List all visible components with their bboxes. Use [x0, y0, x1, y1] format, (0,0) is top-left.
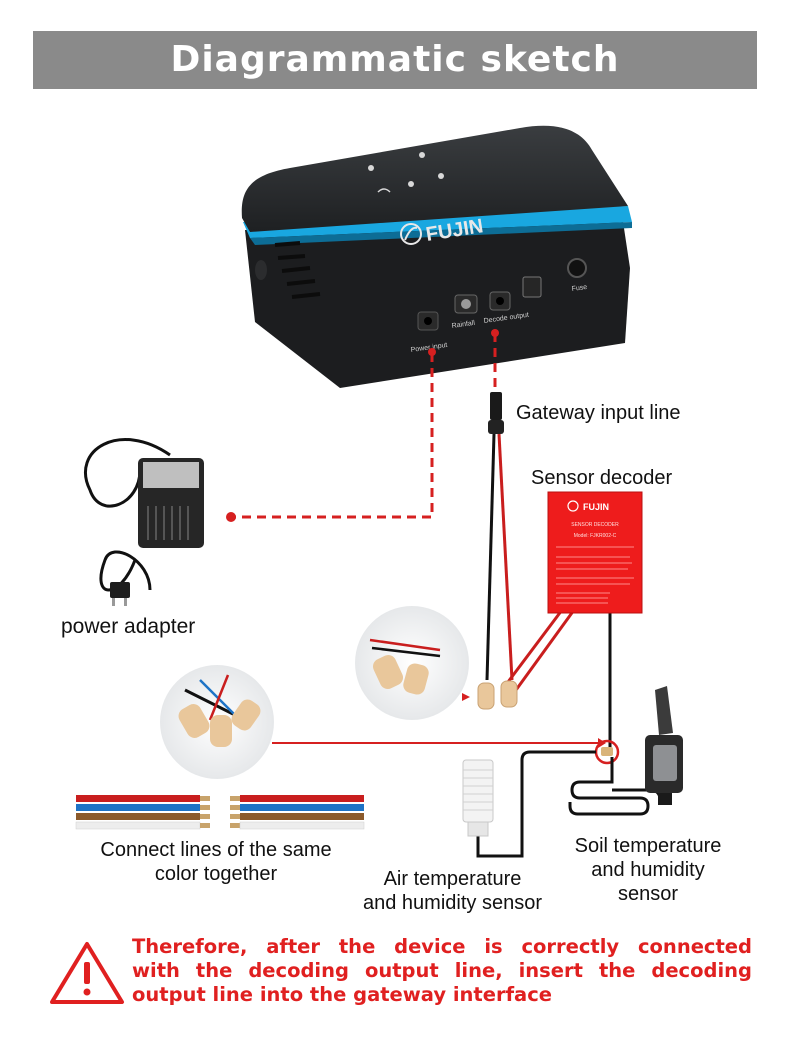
soil-sensor [645, 686, 683, 805]
dashed-connection-lines [233, 333, 497, 519]
label-connect-lines-1: Connect lines of the same [100, 839, 332, 861]
label-soil-sensor: Soil temperature and humidity sensor [548, 834, 748, 906]
color-wire-pairs [75, 795, 365, 830]
sensor-decoder-card: FUJIN SENSOR DECODER Model: FJKR002-C [547, 491, 643, 614]
decoder-line-1: SENSOR DECODER [571, 522, 619, 528]
wire-nut-photo-large [160, 665, 274, 779]
label-power-adapter: power adapter [61, 615, 196, 638]
air-sensor-cable [476, 750, 596, 858]
vent-slots [274, 241, 321, 299]
wire-nut-photo-small [355, 606, 469, 720]
gateway-device: FUJIN Power input Rainfall Decode output… [241, 125, 632, 388]
port-label-fuse: Fuse [571, 284, 587, 293]
gateway-input-line [485, 392, 514, 681]
label-air-sensor-1: Air temperature [383, 868, 522, 890]
label-sensor-decoder: Sensor decoder [531, 467, 673, 489]
label-connect-lines-2: color together [154, 863, 278, 885]
label-air-sensor-2: and humidity sensor [363, 892, 542, 914]
label-soil-sensor-2: and humidity [591, 859, 705, 881]
warning-line-2: with the decoding output line, insert th… [132, 959, 752, 982]
gateway-ports [255, 258, 587, 331]
decoder-wires [272, 609, 612, 752]
fujin-logo [400, 223, 422, 245]
status-icons [368, 152, 444, 193]
warning-message: Therefore, after the device is correctly… [132, 935, 752, 1007]
decoder-brand: FUJIN [583, 502, 609, 512]
warning-icon [50, 942, 124, 1004]
wire-nuts [477, 680, 518, 710]
warning-line-3: output line into the gateway interface [132, 983, 553, 1006]
port-label-rainfall: Rainfall [451, 320, 476, 330]
power-adapter [83, 438, 204, 606]
label-air-sensor: Air temperature and humidity sensor [325, 867, 580, 915]
decoder-line-2: Model: FJKR002-C [574, 533, 617, 539]
label-gateway-input-line: Gateway input line [516, 402, 681, 424]
warning-line-1: Therefore, after the device is correctly… [132, 935, 752, 958]
soil-sensor-cable [568, 757, 650, 816]
page-title: Diagrammatic sketch [33, 31, 757, 89]
label-soil-sensor-3: sensor [617, 883, 679, 905]
label-soil-sensor-1: Soil temperature [574, 835, 722, 857]
label-connect-lines: Connect lines of the same color together [50, 838, 382, 886]
air-sensor [462, 759, 494, 837]
